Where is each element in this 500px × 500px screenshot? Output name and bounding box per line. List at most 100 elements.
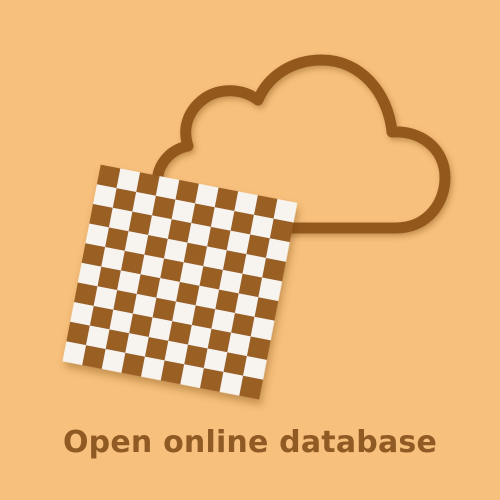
board-square bbox=[187, 223, 212, 247]
board-square bbox=[230, 211, 255, 235]
board-square bbox=[250, 316, 275, 341]
board-square bbox=[101, 247, 126, 271]
board-square bbox=[128, 211, 153, 236]
board-square bbox=[148, 317, 173, 342]
board-square bbox=[66, 321, 91, 346]
board-square bbox=[207, 328, 232, 353]
board-square bbox=[258, 277, 283, 302]
board-square bbox=[125, 333, 150, 357]
board-square bbox=[184, 344, 208, 369]
board-square bbox=[164, 340, 189, 365]
board-square bbox=[152, 297, 177, 322]
board-square bbox=[62, 341, 87, 366]
board-square bbox=[210, 207, 235, 231]
board-square bbox=[141, 356, 165, 381]
board-square bbox=[183, 242, 208, 267]
board-square bbox=[136, 172, 160, 197]
cloud-icon bbox=[152, 54, 451, 234]
board-square bbox=[136, 274, 161, 299]
board-square bbox=[70, 302, 94, 326]
board-square bbox=[246, 336, 271, 361]
board-square bbox=[234, 293, 259, 318]
board-square bbox=[195, 183, 219, 208]
board-square bbox=[269, 218, 294, 243]
board-square bbox=[239, 375, 264, 400]
board-square bbox=[109, 309, 134, 334]
board-square bbox=[77, 262, 102, 287]
board-square bbox=[112, 188, 137, 212]
board-square bbox=[211, 309, 236, 333]
board-square bbox=[148, 215, 172, 240]
board-square bbox=[113, 290, 138, 314]
board-square bbox=[101, 348, 126, 373]
board-square bbox=[117, 270, 141, 295]
board-square bbox=[243, 356, 267, 380]
board-square bbox=[121, 352, 146, 377]
board-square bbox=[242, 254, 267, 278]
board-square bbox=[144, 336, 169, 361]
board-square bbox=[227, 332, 252, 357]
board-square bbox=[105, 329, 130, 354]
checkerboard-icon bbox=[62, 164, 298, 400]
board-square bbox=[223, 352, 248, 377]
board-square bbox=[96, 164, 121, 189]
board-square bbox=[85, 325, 110, 350]
board-square bbox=[82, 345, 106, 369]
board-square bbox=[167, 219, 192, 243]
board-square bbox=[203, 348, 228, 373]
board-square bbox=[160, 360, 185, 385]
board-square bbox=[214, 187, 239, 212]
board-square bbox=[265, 238, 290, 263]
board-square bbox=[163, 238, 188, 263]
board-square bbox=[238, 273, 263, 298]
board-square bbox=[160, 258, 184, 283]
board-square bbox=[179, 262, 204, 287]
board-square bbox=[207, 226, 231, 251]
board-square bbox=[203, 246, 228, 271]
board-square bbox=[89, 305, 114, 330]
board-square bbox=[219, 269, 243, 294]
board-square bbox=[168, 321, 193, 345]
board-square bbox=[195, 285, 220, 310]
board-square bbox=[132, 293, 157, 318]
board-square bbox=[246, 234, 271, 259]
board-square bbox=[172, 301, 196, 326]
board-square bbox=[222, 250, 247, 275]
board-square bbox=[175, 179, 200, 204]
board-square bbox=[254, 297, 279, 321]
board-square bbox=[73, 282, 98, 307]
board-square bbox=[116, 168, 141, 193]
caption-title: Open online database bbox=[62, 425, 438, 460]
board-square bbox=[250, 214, 274, 239]
board-square bbox=[155, 176, 180, 200]
board-square bbox=[93, 286, 118, 311]
board-square bbox=[124, 231, 149, 255]
board-square bbox=[93, 184, 117, 209]
board-square bbox=[108, 207, 133, 232]
board-square bbox=[191, 203, 216, 228]
board-square bbox=[219, 371, 244, 396]
board-square bbox=[187, 324, 212, 349]
board-square bbox=[120, 250, 145, 275]
board-square bbox=[129, 313, 153, 338]
board-square bbox=[231, 312, 255, 337]
board-square bbox=[215, 289, 240, 314]
board-square bbox=[180, 364, 205, 389]
board-square bbox=[132, 191, 157, 216]
board-square bbox=[151, 195, 176, 220]
board-square bbox=[273, 199, 298, 223]
board-square bbox=[81, 243, 106, 267]
board-square bbox=[85, 223, 110, 248]
board-square bbox=[97, 266, 122, 291]
board-square bbox=[226, 230, 251, 255]
board-square bbox=[262, 257, 286, 282]
board-square bbox=[234, 191, 259, 216]
board-square bbox=[199, 368, 224, 392]
board-square bbox=[140, 254, 165, 279]
board-square bbox=[105, 227, 129, 252]
board-square bbox=[144, 235, 169, 259]
board-square bbox=[175, 281, 200, 306]
board-square bbox=[89, 203, 114, 228]
